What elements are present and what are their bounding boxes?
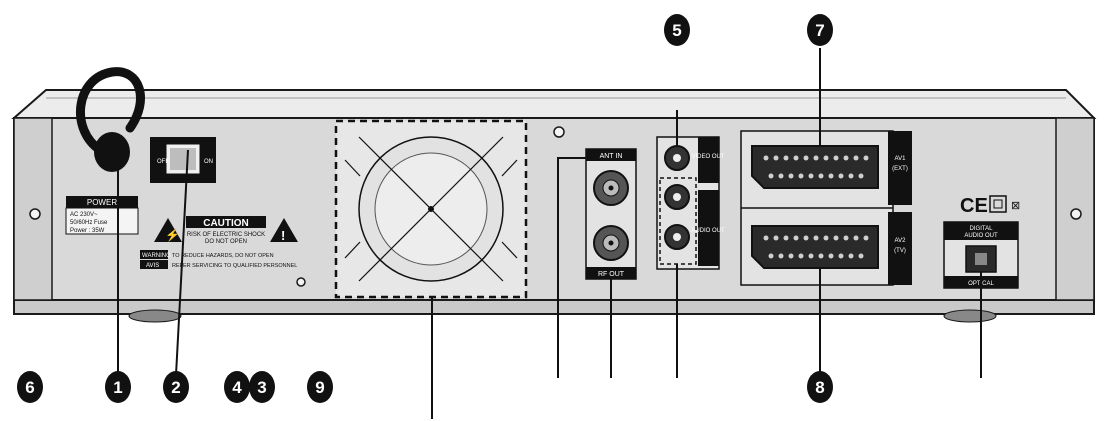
caution-line-1: RISK OF ELECTRIC SHOCK bbox=[187, 232, 265, 238]
callout-1: 1 bbox=[105, 371, 131, 403]
audio-out-label: AUDIO OUT bbox=[691, 228, 725, 234]
svg-text:5: 5 bbox=[672, 21, 681, 40]
rf-out-label: RF OUT bbox=[598, 271, 625, 278]
digital-label-2: AUDIO OUT bbox=[964, 233, 998, 239]
chassis bbox=[11, 89, 1097, 323]
scart-connectors: AV1 (EXT) AV2 (TV) bbox=[740, 130, 912, 286]
screw-icon bbox=[553, 126, 565, 138]
callout-6: 6 bbox=[17, 371, 43, 403]
screw-icon bbox=[296, 277, 306, 287]
svg-text:8: 8 bbox=[815, 378, 824, 397]
digital-label-1: DIGITAL bbox=[970, 226, 994, 232]
av2-label: AV2 bbox=[895, 238, 907, 244]
callout-badges: 6 1 2 4 3 9 5 7 bbox=[17, 14, 833, 403]
power-spec-2: 50/60Hz Fuse bbox=[70, 220, 108, 226]
ant-in-label: ANT IN bbox=[600, 153, 623, 160]
leader-lines bbox=[117, 48, 982, 419]
av2-sub-label: (TV) bbox=[894, 248, 906, 254]
callout-5: 5 bbox=[664, 14, 690, 46]
svg-text:2: 2 bbox=[171, 378, 180, 397]
weee-icon: ⊠ bbox=[1011, 200, 1020, 212]
antenna-connectors: ANT IN RF OUT bbox=[585, 148, 637, 280]
lightning-icon: ⚡ bbox=[165, 228, 180, 242]
power-spec-1: AC 230V~ bbox=[70, 212, 98, 218]
digital-audio-out: DIGITAL AUDIO OUT OPTICAL bbox=[943, 221, 1019, 289]
svg-text:1: 1 bbox=[113, 378, 122, 397]
power-cord bbox=[76, 67, 145, 172]
screw-icon bbox=[1070, 208, 1082, 220]
screw-icon bbox=[29, 208, 41, 220]
switch-off-label: OFF bbox=[157, 159, 169, 165]
callout-3: 3 bbox=[249, 371, 275, 403]
callout-7: 7 bbox=[807, 14, 833, 46]
svg-text:3: 3 bbox=[257, 378, 266, 397]
svg-text:9: 9 bbox=[315, 378, 324, 397]
caution-title: CAUTION bbox=[203, 218, 249, 229]
av1-sub-label: (EXT) bbox=[892, 166, 908, 172]
av1-label: AV1 bbox=[895, 156, 907, 162]
svg-text:7: 7 bbox=[815, 21, 824, 40]
power-label: POWER bbox=[87, 198, 117, 207]
av1-scart-socket[interactable] bbox=[751, 145, 879, 189]
power-spec-3: Power : 35W bbox=[70, 228, 105, 234]
warning-label: WARNING bbox=[142, 253, 171, 259]
caution-label: ⚡ CAUTION RISK OF ELECTRIC SHOCK DO NOT … bbox=[140, 216, 298, 269]
power-rating-label: POWER AC 230V~ 50/60Hz Fuse Power : 35W bbox=[65, 196, 139, 235]
ce-mark: CE ⊠ bbox=[960, 195, 1020, 217]
callout-9: 9 bbox=[307, 371, 333, 403]
callout-8: 8 bbox=[807, 371, 833, 403]
ce-mark-text: CE bbox=[960, 195, 988, 217]
rca-connectors: VIDEO OUT AUDIO OUT bbox=[656, 136, 725, 270]
cooling-fan bbox=[334, 119, 528, 299]
exclamation-icon: ! bbox=[281, 228, 285, 243]
callout-2: 2 bbox=[163, 371, 189, 403]
svg-text:4: 4 bbox=[232, 378, 242, 397]
warning-line-2: REFER SERVICING TO QUALIFIED PERSONNEL bbox=[172, 263, 297, 269]
caution-line-2: DO NOT OPEN bbox=[205, 239, 247, 245]
switch-on-label: ON bbox=[204, 159, 213, 165]
avis-label: AVIS bbox=[146, 263, 159, 269]
av2-scart-socket[interactable] bbox=[751, 225, 879, 269]
video-out-label: VIDEO OUT bbox=[691, 154, 724, 160]
svg-text:6: 6 bbox=[25, 378, 34, 397]
callout-4: 4 bbox=[224, 371, 250, 403]
power-switch[interactable]: OFF ON bbox=[150, 137, 216, 183]
warning-line-1: TO REDUCE HAZARDS, DO NOT OPEN bbox=[172, 253, 274, 259]
